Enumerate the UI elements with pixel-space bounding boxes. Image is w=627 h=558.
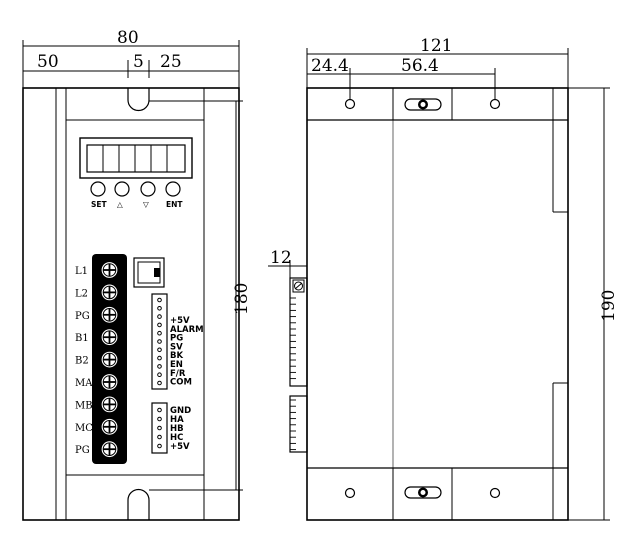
power-screws — [100, 260, 119, 459]
display-frame — [79, 137, 193, 179]
side-terminal-block — [289, 277, 308, 387]
hall-pin — [157, 434, 162, 440]
signal-pin-label: BK — [170, 351, 183, 361]
power-terminal-label: L2 — [75, 288, 88, 299]
power-terminal-screw — [100, 417, 119, 436]
signal-connector — [151, 293, 168, 390]
signal-pin — [157, 380, 162, 386]
side-body-outline — [306, 87, 569, 521]
side-hall-ribs — [290, 399, 296, 451]
down-button[interactable] — [140, 181, 156, 197]
side-left-label: 24.4 — [311, 56, 349, 76]
hall-pin-label: GND — [170, 406, 191, 416]
bottom-mount-slot — [127, 488, 150, 520]
signal-pin — [157, 355, 162, 361]
front-width-label: 80 — [117, 28, 139, 48]
signal-pin — [157, 322, 162, 328]
hall-pin-label: HC — [170, 433, 183, 443]
up-button[interactable] — [114, 181, 130, 197]
power-terminal-screw — [100, 260, 119, 280]
front-right-label: 25 — [160, 52, 182, 72]
signal-pin — [157, 330, 162, 336]
seven-segment-display — [86, 144, 186, 173]
front-mid-label: 5 — [133, 52, 144, 72]
side-height-label: 190 — [599, 290, 619, 322]
hall-pin — [157, 407, 162, 413]
power-terminal-label: PG — [75, 311, 90, 322]
ent-button[interactable] — [165, 181, 181, 197]
power-terminal-label: MB — [75, 400, 93, 411]
signal-pin-label: SV — [170, 342, 183, 352]
signal-pin — [157, 339, 162, 344]
power-terminal-label: B1 — [75, 333, 89, 344]
power-terminal-label: MC — [75, 423, 93, 434]
signal-pin — [157, 314, 162, 319]
front-height-label: 180 — [232, 283, 252, 315]
power-terminal-screw — [100, 372, 119, 392]
set-button-label: SET — [91, 200, 108, 209]
signal-pin — [157, 372, 162, 378]
top-center-screw-slot — [404, 98, 442, 111]
hall-pin — [157, 443, 162, 449]
side-hall-connector — [289, 395, 308, 453]
signal-pin-label: F/R — [170, 369, 186, 379]
signal-pin-label: +5V — [170, 316, 190, 326]
bottom-right-hole — [489, 487, 501, 499]
signal-pin-label: PG — [170, 334, 183, 344]
hall-pin-label: HB — [170, 424, 184, 434]
power-terminal-label: L1 — [75, 266, 88, 277]
top-right-hole — [489, 98, 501, 110]
hall-pin-label: HA — [170, 415, 184, 425]
hall-pins — [157, 407, 162, 449]
side-width-label: 121 — [420, 36, 452, 56]
top-left-hole — [344, 98, 356, 110]
up-button-label: △ — [117, 200, 123, 209]
side-terminal-ribs — [290, 297, 296, 380]
power-terminal-screw — [100, 328, 119, 347]
down-button-label: ▽ — [143, 200, 149, 209]
hall-pin — [157, 416, 162, 422]
signal-pin-label: ALARM — [170, 325, 204, 335]
rj45-port — [133, 257, 165, 288]
power-terminal-screw — [100, 283, 119, 302]
bottom-left-hole — [344, 487, 356, 499]
ent-button-label: ENT — [166, 200, 183, 209]
signal-pin — [157, 297, 162, 303]
hall-pin — [157, 425, 162, 431]
front-left-label: 50 — [37, 52, 59, 72]
hall-pin-label: +5V — [170, 442, 190, 452]
signal-pin — [157, 347, 162, 353]
power-terminal-label: B2 — [75, 356, 89, 367]
power-terminal-screw — [100, 350, 119, 369]
signal-pin-label: EN — [170, 360, 183, 370]
power-terminal-screw — [100, 440, 119, 459]
signal-pins — [157, 297, 162, 386]
top-mount-slot — [127, 88, 150, 112]
power-terminal-label: PG — [75, 445, 90, 456]
hall-connector — [151, 402, 168, 454]
signal-pin — [157, 306, 162, 311]
set-button[interactable] — [90, 181, 106, 197]
signal-pin — [157, 364, 162, 369]
side-view: 121 24.4 56.4 — [268, 36, 619, 521]
power-terminal-label: MA — [75, 378, 93, 389]
side-depth-label: 12 — [270, 248, 292, 268]
signal-pin-label: COM — [170, 378, 192, 388]
side-mid-label: 56.4 — [401, 56, 439, 76]
power-terminal-screw — [100, 305, 119, 324]
front-view: 80 50 5 25 180 — [22, 28, 252, 521]
power-terminal-screw — [100, 395, 119, 414]
bottom-center-screw-slot — [404, 486, 442, 499]
